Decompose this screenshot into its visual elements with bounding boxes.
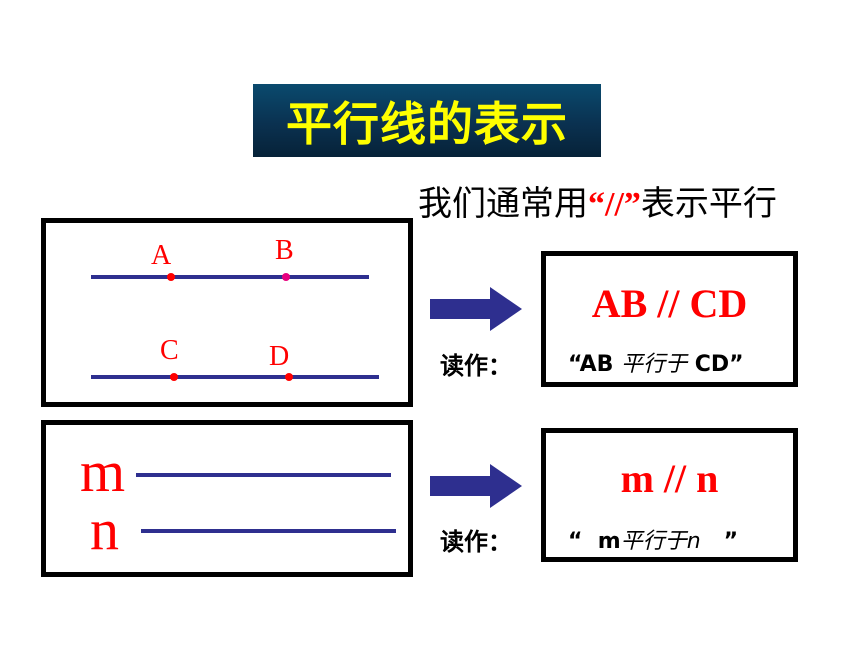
point-c [170,373,178,381]
parallel-lines-m-n [136,473,396,533]
point-d [285,373,293,381]
parallel-symbol: “//” [588,186,641,223]
diagram-panel-ab-cd: A B C D [41,218,413,407]
notation-box-m-n: m // n “ m平行于n ” [541,428,798,562]
reading-open: “AB [568,352,622,377]
point-a [167,273,175,281]
formula-m-parallel-n: m // n [620,456,719,501]
parallel-lines-ab-cd [91,273,379,381]
label-a: A [151,240,172,271]
right-arrow-icon [430,287,522,331]
point-b [282,273,290,281]
intro-before: 我们通常用 [418,184,588,224]
diagram-panel-m-n: m n [41,420,413,577]
intro-after: 表示平行 [640,184,777,224]
reading-close: CD” [687,352,744,377]
label-b: B [275,235,294,266]
read-as-label-1: 读作： [440,352,512,380]
reading-mid: 平行于 [621,352,688,377]
label-m: m [80,439,126,504]
reading-mid: 平行于n [620,529,701,554]
reading-close: ” [700,529,739,554]
reading-ab-cd: “AB 平行于 CD” [568,346,815,378]
page-title: 平行线的表示 [286,96,568,151]
label-n: n [90,497,119,562]
read-as-label-2: 读作： [440,528,512,556]
title-banner: 平行线的表示 [253,84,601,157]
label-d: D [269,341,290,372]
formula-ab-parallel-cd: AB // CD [591,281,748,326]
intro-text: 我们通常用“//”表示平行 [418,185,838,224]
reading-m-n: “ m平行于n ” [568,523,815,555]
right-arrow-icon [430,464,522,508]
label-c: C [160,335,179,366]
notation-box-ab-cd: AB // CD “AB 平行于 CD” [541,251,798,387]
reading-open: “ m [568,529,621,554]
